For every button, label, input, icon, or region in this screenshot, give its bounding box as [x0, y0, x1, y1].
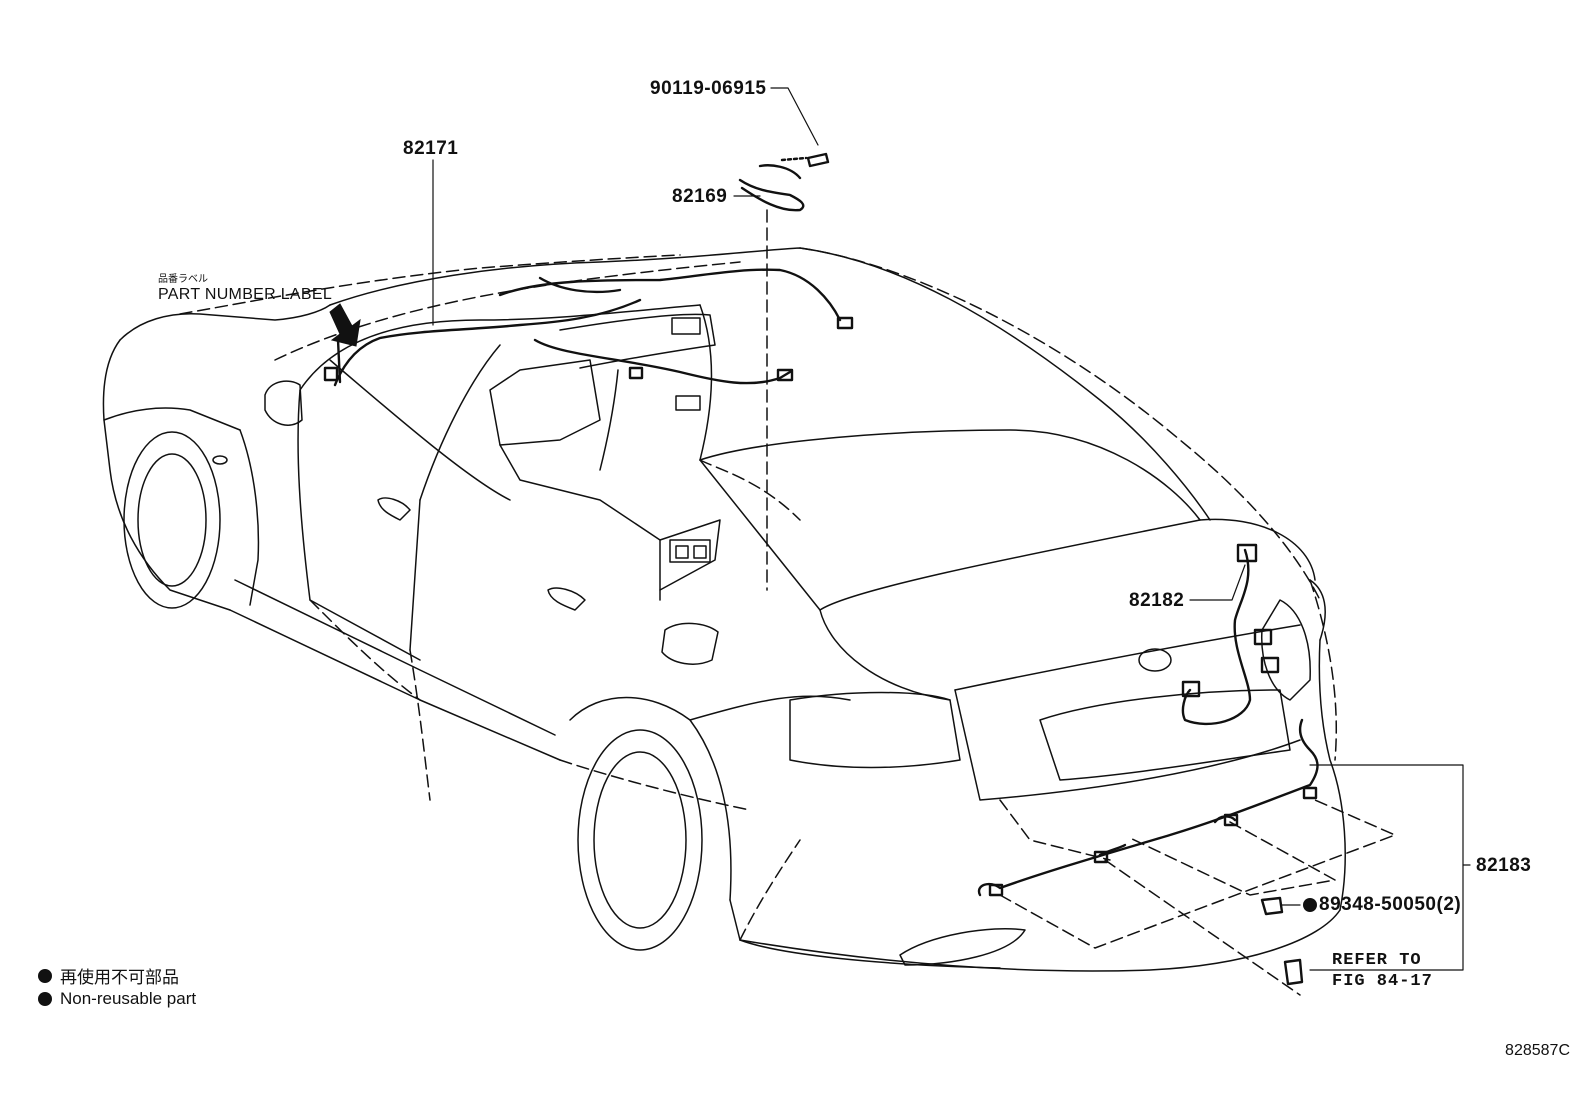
legend-japanese: 再使用不可部品: [38, 963, 179, 988]
leader-lines: [432, 87, 1471, 971]
arrow-down-right-icon: [329, 303, 361, 347]
phantom-outline: [179, 209, 1396, 996]
callout-refer-line1: REFER TO: [1332, 951, 1422, 970]
legend-dot-icon: [38, 968, 52, 983]
part-label-english: PART NUMBER LABEL: [158, 286, 333, 303]
callout-harness-rear-bumper: 82183: [1476, 855, 1532, 876]
callout-harness-overhead: 82169: [672, 186, 728, 207]
callout-harness-trunk-lid: 82182: [1129, 590, 1185, 611]
callout-bolt: 90119-06915: [650, 78, 767, 99]
non-reusable-dot-icon: [1303, 898, 1317, 912]
legend-english-text: Non-reusable part: [60, 989, 197, 1008]
car-body-outline: [102, 247, 1346, 972]
legend-japanese-text: 再使用不可部品: [60, 968, 179, 987]
callout-refer-line2: FIG 84-17: [1332, 972, 1433, 991]
legend-english: Non-reusable part: [38, 989, 196, 1009]
wire-harnesses: [323, 152, 1319, 986]
callout-harness-roof: 82171: [403, 138, 459, 159]
legend-dot-icon: [38, 992, 52, 1006]
callout-clamp: 89348-50050(2): [1319, 894, 1462, 915]
figure-code: 828587C: [1505, 1042, 1570, 1059]
part-label-japanese: 品番ラベル: [158, 274, 208, 285]
